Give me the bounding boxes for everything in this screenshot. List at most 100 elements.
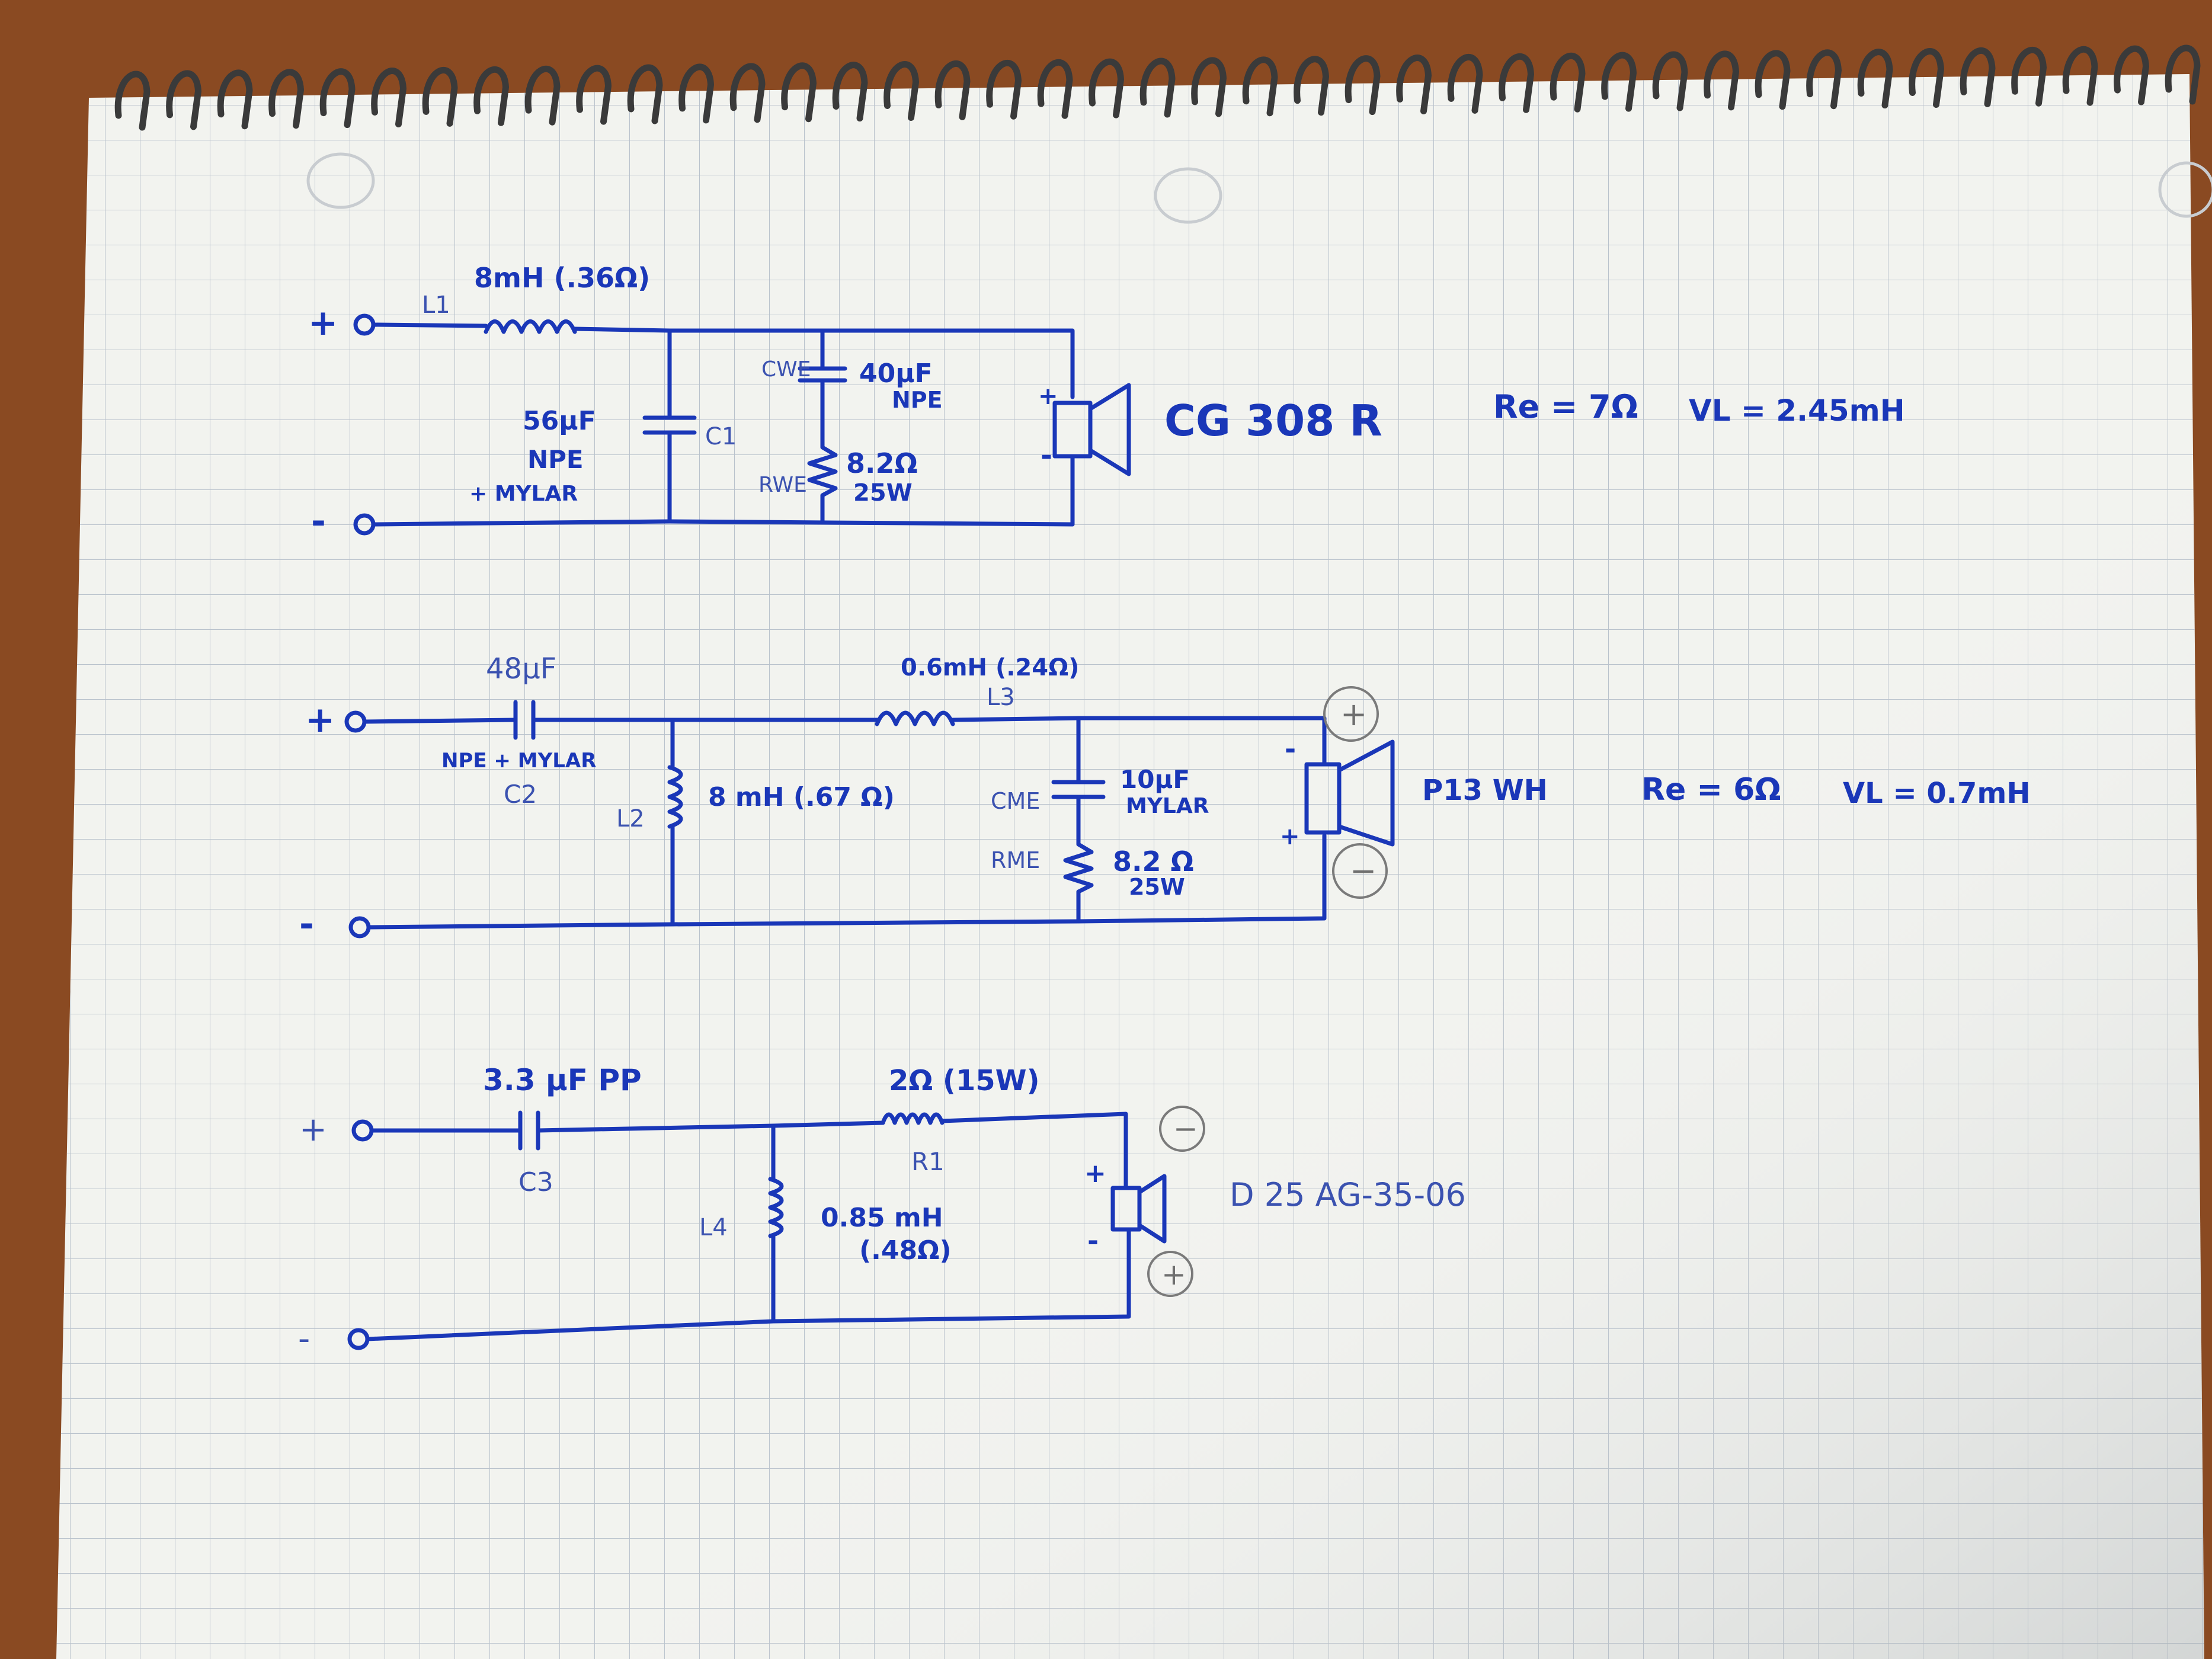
woofer-plus-label: + [308,302,338,344]
pencil-minus-mark [1159,1106,1205,1152]
mid-pencil-bottom: − [1350,852,1377,889]
woofer-driver-name: CG 308 R [1164,396,1382,446]
wire [572,326,1075,399]
wire [940,1112,1128,1190]
spiral-coil [371,68,407,127]
spiral-coil [1139,57,1176,118]
capacitor-c1 [642,328,697,524]
r1-value: 2Ω (15W) [889,1064,1040,1097]
l4-ref: L4 [699,1214,728,1241]
inductor-l3 [875,710,955,726]
spiral-coil [1242,56,1278,117]
cme-value: 10μF [1120,765,1190,794]
spiral-coil [1806,49,1842,110]
mid-crossover [344,686,1395,939]
cwe-value: 40μF [859,358,933,389]
wire [371,322,488,328]
l2-value: 8 mH (.67 Ω) [708,782,895,812]
mid-pencil-top: + [1340,696,1367,733]
tweeter-pencil-bottom: + [1161,1257,1186,1292]
spiral-coil [422,67,458,127]
c1-value: 56μF [523,406,596,436]
inductor-l1 [484,319,577,334]
spiral-coil [2011,46,2047,107]
wire [365,1227,1131,1341]
cme-type: MYLAR [1126,794,1209,818]
spiral-coil [524,65,561,126]
spiral-coil [1499,53,1535,113]
spiral-coil [1191,57,1227,117]
tweeter-spk-minus: - [1087,1225,1099,1257]
cwe-type: NPE [892,387,943,413]
tweeter-driver-name: D 25 AG-35-06 [1230,1176,1466,1213]
spiral-coil [934,60,971,120]
l2-ref: L2 [616,805,645,832]
spiral-coil [1755,50,1791,110]
c2-ref: C2 [504,780,537,809]
spiral-coil [1601,52,1637,112]
rwe-value: 8.2Ω [846,447,918,479]
capacitor-cme [1051,716,1106,841]
resistor-rwe [807,433,838,524]
pencil-minus-mark [1332,843,1388,899]
notebook-page [56,74,2212,1659]
spiral-coil [1396,55,1432,114]
pencil-plus-mark [1147,1251,1193,1297]
mid-re: Re = 6Ω [1641,772,1781,808]
spiral-coil [1294,56,1330,116]
c2-value: 48μF [486,652,556,686]
wire [950,716,1327,767]
spiral-coil [1857,49,1893,109]
spiral-binding [114,44,2201,131]
mid-spk-plus: + [1280,823,1300,850]
tweeter-minus-label: - [298,1319,310,1358]
rme-power: 25W [1129,874,1185,900]
inductor-l4 [768,1177,784,1238]
spiral-coil [1652,51,1688,111]
c1-type2: + MYLAR [469,482,578,506]
spiral-coil [268,69,305,129]
resistor-r1 [881,1112,945,1125]
spiral-coil [1089,58,1125,118]
spiral-coil [1447,54,1483,114]
woofer-spk-minus: - [1041,439,1052,472]
speaker-symbol [1110,1174,1167,1244]
cme-ref: CME [991,788,1040,814]
c1-ref: C1 [705,423,737,450]
spiral-coil [1550,52,1586,113]
rme-ref: RME [991,847,1040,873]
speaker-symbol [1304,739,1395,847]
spiral-coil [1037,59,1073,119]
tweeter-spk-plus: + [1084,1158,1106,1189]
punch-hole [1154,167,1222,224]
woofer-crossover [353,313,1131,536]
mid-spk-minus: - [1285,733,1296,765]
c3-value: 3.3 μF PP [483,1063,642,1097]
spiral-coil [114,71,151,131]
spiral-coil [678,63,715,124]
resistor-rme [1063,836,1094,924]
spiral-coil [2062,46,2098,106]
l1-value: 8mH (.36Ω) [474,262,650,294]
woofer-re: Re = 7Ω [1493,388,1638,425]
wire [371,454,1075,527]
spiral-coil [2114,45,2150,105]
c2-type: NPE + MYLAR [441,749,596,773]
l4-value: 0.85 mH [821,1203,943,1233]
woofer-vl: VL = 2.45mH [1689,393,1905,428]
spiral-coil [1704,50,1740,111]
spiral-coil [1960,47,1996,107]
spiral-coil [627,64,663,124]
inductor-l2 [667,765,683,829]
capacitor-cwe [798,328,847,438]
spiral-coil [2165,44,2201,105]
mid-minus-label: - [299,904,314,945]
c1-type: NPE [527,445,584,474]
spiral-coil [217,69,253,130]
spiral-coil [1345,55,1381,116]
mid-plus-label: + [305,699,335,741]
c3-ref: C3 [518,1167,553,1197]
pencil-plus-mark [1323,686,1379,742]
punch-hole [2158,161,2212,218]
l3-value: 0.6mH (.24Ω) [901,654,1079,681]
